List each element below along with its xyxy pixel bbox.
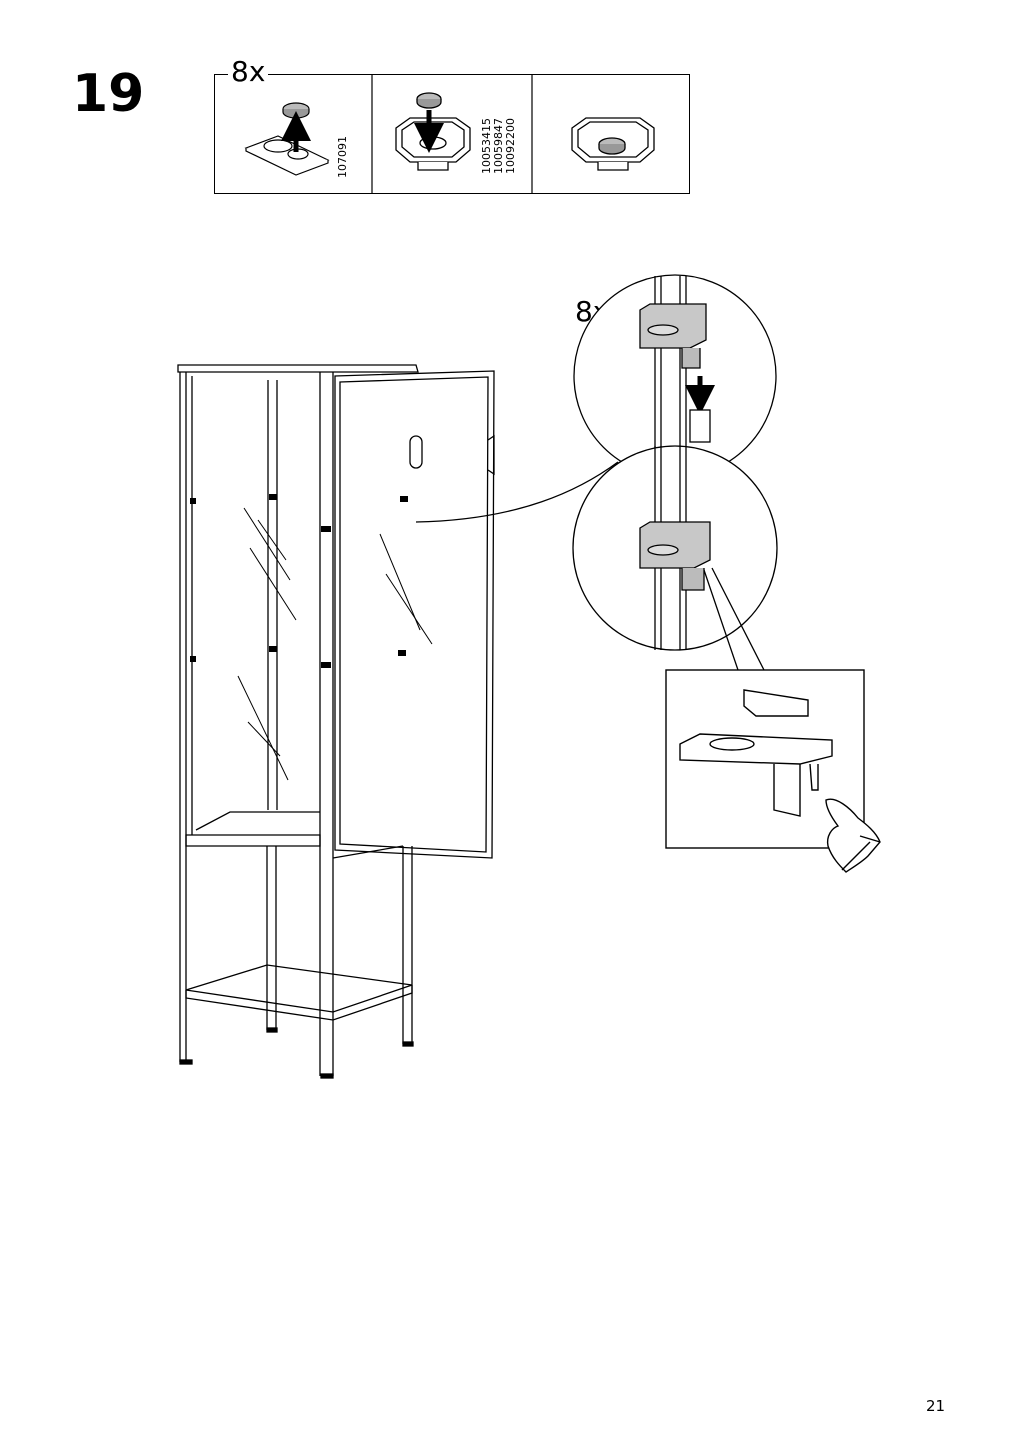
zoom-leader [703, 567, 765, 671]
button-insert-icon [395, 92, 471, 171]
panel-dividers [371, 74, 533, 194]
detail-circle-top [573, 274, 777, 478]
plate-with-button-icon [244, 102, 330, 176]
top-instruction-panel [214, 74, 690, 194]
detail-circle-bottom [572, 445, 778, 651]
step-number: 19 [72, 64, 145, 124]
cabinet-drawing [177, 364, 495, 1079]
button-seated-icon [571, 117, 655, 171]
callout-leader [415, 461, 619, 523]
page-number: 21 [926, 1397, 946, 1415]
panel-quantity-label: 8x [228, 58, 269, 86]
zoom-detail-box [665, 669, 881, 873]
